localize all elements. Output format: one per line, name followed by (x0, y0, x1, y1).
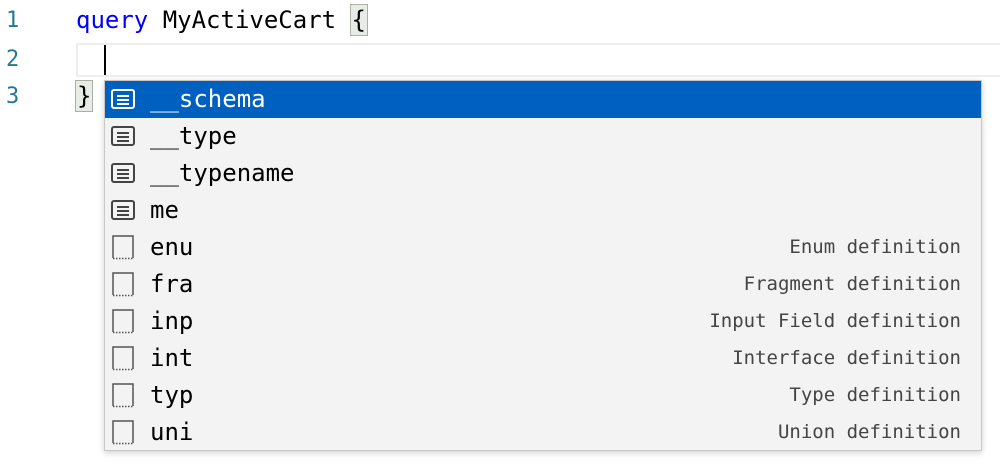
suggestion-label: inp (150, 307, 194, 335)
snippet-icon (111, 419, 135, 445)
editor-line-2[interactable]: 2 (0, 41, 1000, 78)
suggestion-detail: Fragment definition (743, 273, 961, 295)
field-icon (111, 125, 135, 147)
suggestion-item[interactable]: inp Input Field definition (105, 303, 981, 340)
editor-line-1[interactable]: 1 query MyActiveCart { (0, 2, 1000, 39)
suggestion-label: __schema (150, 85, 266, 113)
suggestion-label: uni (150, 418, 194, 446)
suggestion-item[interactable]: __schema (105, 81, 981, 118)
line-number: 2 (6, 47, 20, 72)
field-icon (111, 199, 135, 221)
suggestion-item[interactable]: fra Fragment definition (105, 266, 981, 303)
line-code: query MyActiveCart { (76, 2, 369, 39)
text-cursor (104, 45, 106, 75)
snippet-icon (111, 234, 135, 260)
field-icon (111, 162, 135, 184)
open-brace: { (349, 4, 369, 36)
editor-line-3[interactable]: 3 } (0, 78, 1000, 115)
suggestion-label: int (150, 344, 194, 372)
operation-name: MyActiveCart (148, 6, 351, 34)
suggestion-item[interactable]: int Interface definition (105, 340, 981, 377)
suggestion-item[interactable]: enu Enum definition (105, 229, 981, 266)
suggestion-detail: Interface definition (732, 347, 961, 369)
suggestion-item[interactable]: __typename (105, 155, 981, 192)
snippet-icon (111, 345, 135, 371)
field-icon (111, 88, 135, 110)
suggestion-item[interactable]: me (105, 192, 981, 229)
suggestion-item[interactable]: __type (105, 118, 981, 155)
close-brace: } (74, 80, 94, 112)
suggestion-label: typ (150, 381, 194, 409)
line-number: 1 (6, 8, 20, 33)
suggestion-label: me (150, 196, 179, 224)
suggestion-detail: Type definition (789, 384, 961, 406)
snippet-icon (111, 382, 135, 408)
suggestion-label: fra (150, 270, 194, 298)
query-keyword: query (76, 6, 149, 34)
suggestion-label: __type (150, 122, 237, 150)
suggestion-detail: Input Field definition (709, 310, 961, 332)
line-code: } (74, 78, 94, 115)
suggestion-label: enu (150, 233, 194, 261)
line-number: 3 (6, 84, 20, 109)
suggestion-detail: Union definition (777, 421, 961, 443)
suggestion-item[interactable]: typ Type definition (105, 377, 981, 414)
suggestion-label: __typename (150, 159, 295, 187)
suggestion-detail: Enum definition (789, 236, 961, 258)
snippet-icon (111, 308, 135, 334)
snippet-icon (111, 271, 135, 297)
suggestion-item[interactable]: uni Union definition (105, 414, 981, 451)
current-line-highlight (76, 43, 1000, 77)
